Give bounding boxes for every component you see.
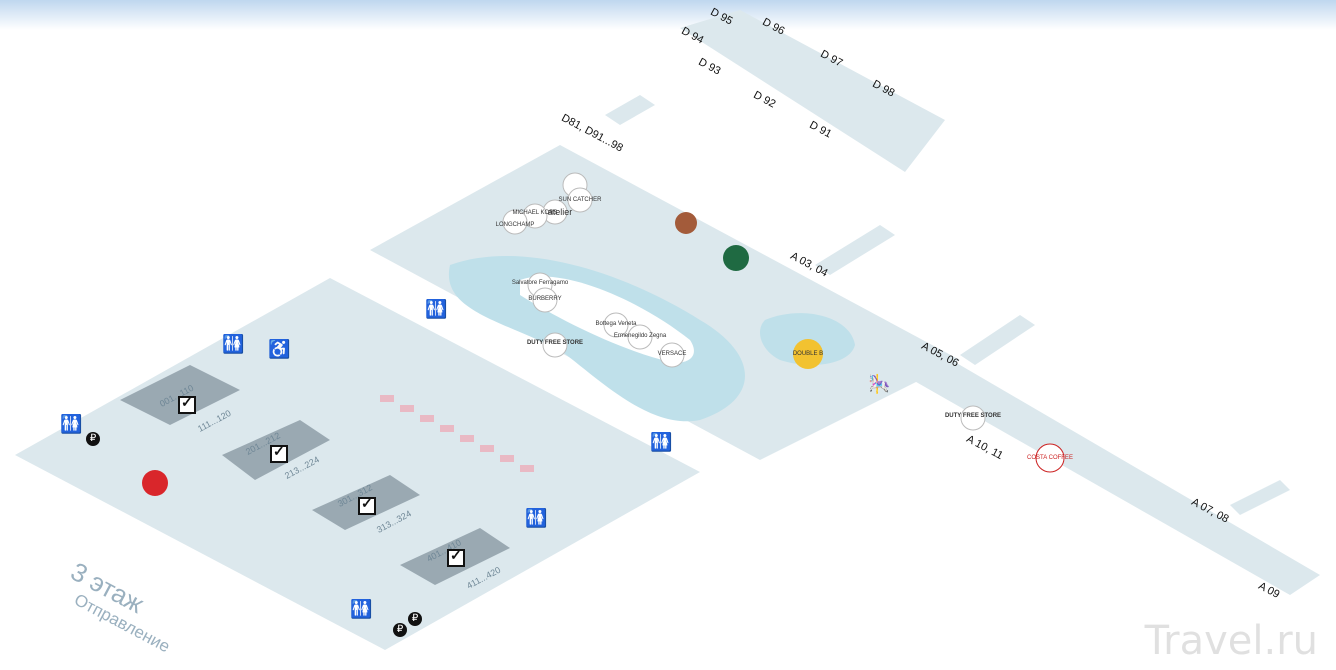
shop-michael-kors[interactable]: MICHAEL KORS xyxy=(512,210,558,216)
shop-ferragamo[interactable]: Salvatore Ferragamo xyxy=(511,280,569,286)
toilet-icon: 🚻 xyxy=(222,334,245,354)
checkin-icon-1 xyxy=(178,394,196,414)
bridge-a0708 xyxy=(1230,480,1290,515)
rocking-horse-icon: 🎠 xyxy=(868,374,891,394)
toilet-icon: 🚻 xyxy=(650,432,673,452)
bridge-a0304 xyxy=(815,225,895,275)
water-feature xyxy=(448,256,745,422)
red-promo-circle xyxy=(142,470,168,496)
checkin-icon-3 xyxy=(358,495,376,515)
bridge-a0506 xyxy=(960,315,1035,365)
wheelchair-icon: ♿ xyxy=(268,339,291,359)
checkin-zone-1 xyxy=(120,365,240,425)
starbucks-logo xyxy=(723,245,749,271)
ruble-icon: ₽ xyxy=(393,623,407,637)
watermark: Travel.ru xyxy=(1144,618,1318,664)
toilet-icon: 🚻 xyxy=(350,599,373,619)
shop-circles xyxy=(502,172,986,431)
shop-versace[interactable]: VERSACE xyxy=(657,351,687,357)
double-b-circle xyxy=(793,339,823,369)
costa-circle xyxy=(1035,443,1065,473)
shop-bottega[interactable]: Bottega Veneta xyxy=(595,321,637,327)
toilet-icon: 🚻 xyxy=(425,299,448,319)
toilet-icon: 🚻 xyxy=(60,414,83,434)
seating-pink xyxy=(380,395,534,472)
shop-atelier[interactable]: atelier xyxy=(547,207,573,217)
shop-circle-a xyxy=(675,212,697,234)
shop-burberry[interactable]: BURBERRY xyxy=(528,296,562,302)
toilet-icon: 🚻 xyxy=(525,508,548,528)
floor-pier-d xyxy=(680,10,945,172)
top-gradient-bar xyxy=(0,0,1336,30)
floor-pier-a xyxy=(860,330,1320,595)
checkin-icon-4 xyxy=(447,547,465,567)
bridge-d81 xyxy=(605,95,655,125)
checkin-icon-2 xyxy=(270,443,288,463)
shop-double-b[interactable]: DOUBLE B xyxy=(792,351,824,357)
shop-zegna[interactable]: Ermenegildo Zegna xyxy=(613,333,667,339)
shop-costa[interactable]: COSTA COFFEE xyxy=(1027,455,1073,461)
shop-duty-free-1[interactable]: DUTY FREE STORE xyxy=(526,340,584,346)
shop-duty-free-2[interactable]: DUTY FREE STORE xyxy=(944,413,1002,419)
ruble-icon: ₽ xyxy=(86,432,100,446)
ruble-icon: ₽ xyxy=(408,612,422,626)
shop-sun-catcher[interactable]: SUN CATCHER xyxy=(558,197,602,203)
shop-longchamp[interactable]: LONGCHAMP xyxy=(495,222,535,228)
